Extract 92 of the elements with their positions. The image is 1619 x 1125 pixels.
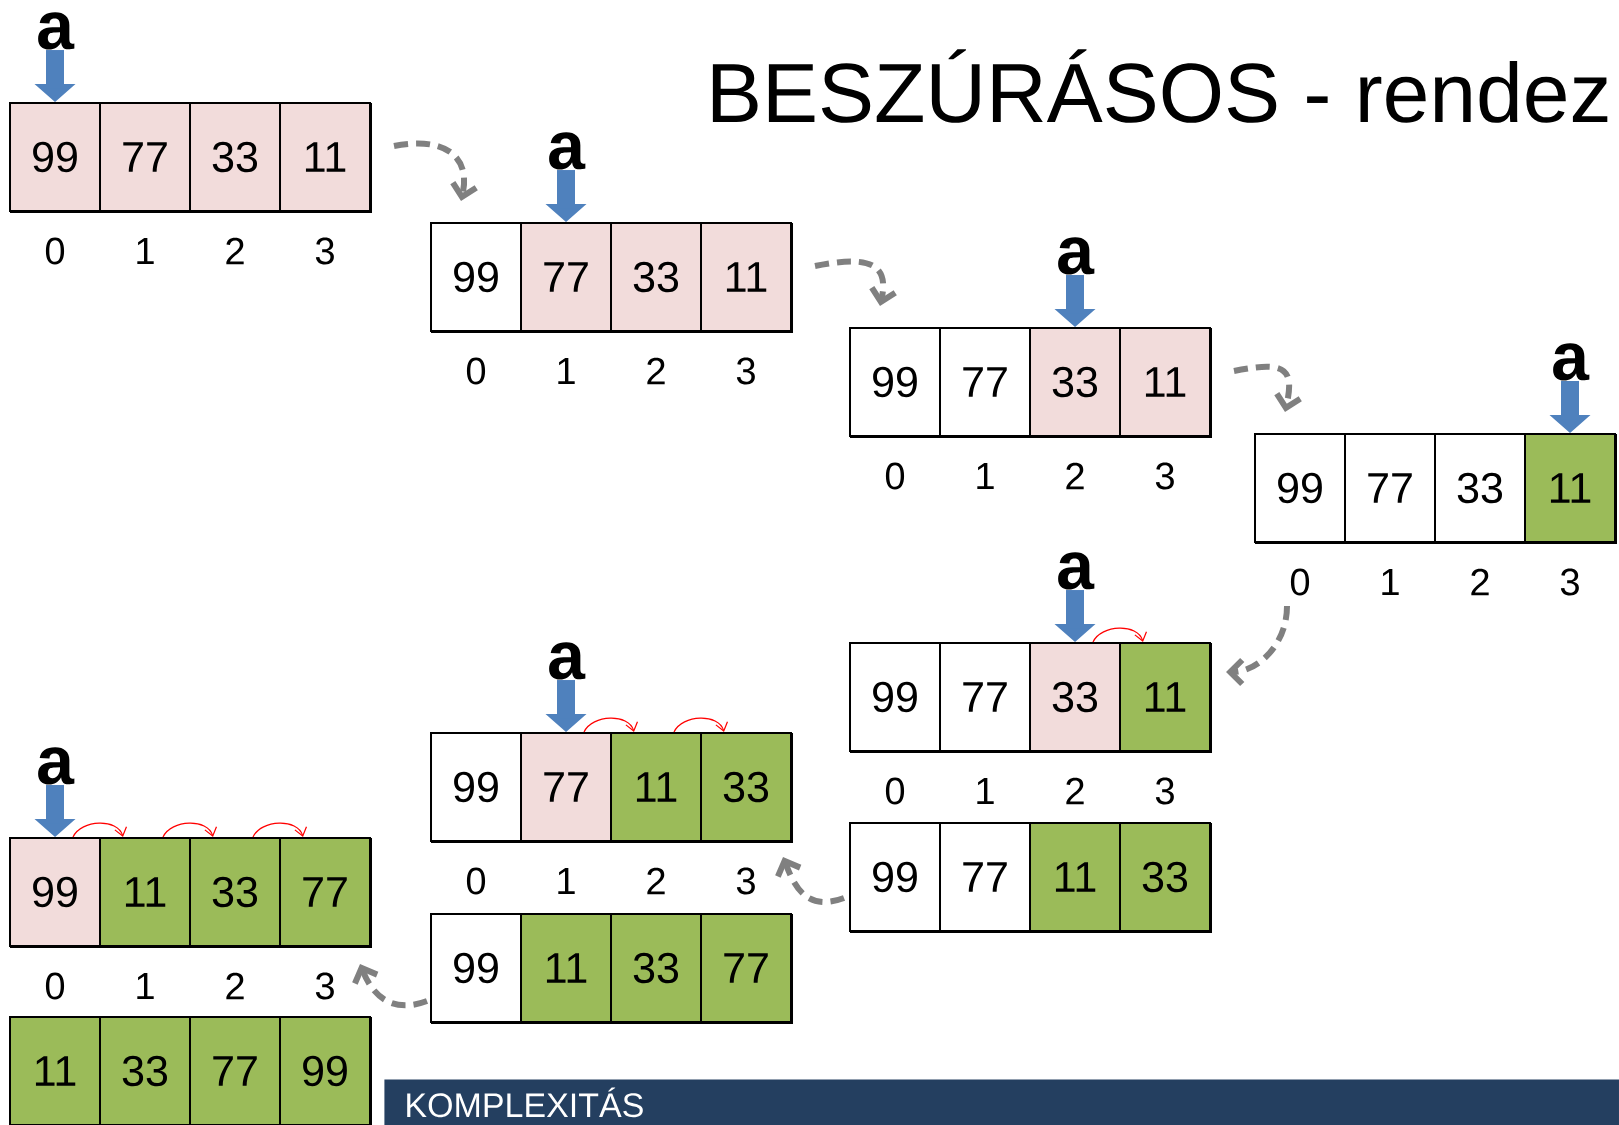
array-cell: 77 — [99, 102, 191, 212]
pointer-label: a — [38, 747, 75, 785]
array-cell: 99 — [9, 102, 101, 212]
arrow — [775, 857, 845, 905]
array-cell: 99 — [430, 913, 522, 1023]
node-label: 33 — [122, 1055, 168, 1087]
pointer-label: a — [1058, 552, 1095, 590]
array-cell: 11 — [99, 837, 191, 947]
array-cell: 77 — [939, 642, 1031, 752]
index-label: 1 — [137, 237, 154, 265]
index-label: 2 — [226, 972, 244, 1000]
section-band: KOMPLEXITÁS — [384, 1079, 1619, 1125]
array-cell: 33 — [1434, 433, 1526, 543]
array-cell: 77 — [939, 327, 1031, 437]
index-label: 1 — [558, 357, 575, 385]
index-label: 0 — [885, 777, 905, 805]
pointer-label: a — [549, 132, 586, 170]
array-cell: 33 — [610, 222, 702, 332]
array-cell: 77 — [189, 1016, 281, 1125]
index-label: 1 — [137, 972, 154, 1000]
index-label: 1 — [558, 867, 575, 895]
index-label: 0 — [466, 357, 486, 385]
array-cell: 77 — [279, 837, 371, 947]
index-label: 3 — [1560, 568, 1579, 596]
array-cell: 33 — [700, 732, 792, 842]
array-cell: 99 — [1254, 433, 1346, 543]
arrow — [1092, 627, 1148, 643]
index-label: 1 — [977, 462, 994, 490]
index-label: 3 — [1155, 777, 1174, 805]
array-cell: 99 — [849, 642, 941, 752]
title: BESZÚRÁSOS - rendez — [712, 49, 1608, 123]
node-label: 99 — [303, 1055, 347, 1087]
arrow — [352, 964, 428, 1009]
array-cell: 99 — [849, 327, 941, 437]
array-cell: 33 — [189, 102, 281, 212]
arrow — [673, 717, 729, 733]
index-label: 2 — [1471, 568, 1489, 596]
arrow — [162, 822, 218, 838]
pointer-label: a — [1058, 237, 1095, 275]
array-cell: 99 — [279, 1016, 371, 1125]
arrow — [72, 822, 128, 838]
arrow — [583, 717, 639, 733]
arrow — [252, 822, 308, 838]
arrow — [1226, 605, 1290, 687]
array-cell: 77 — [520, 222, 612, 332]
array-cell: 33 — [610, 913, 702, 1023]
array-cell: 11 — [1524, 433, 1616, 543]
arrow — [393, 140, 478, 201]
index-label: 0 — [1290, 568, 1310, 596]
array-cell: 77 — [700, 913, 792, 1023]
index-label: 1 — [1382, 568, 1399, 596]
index-label: 2 — [1066, 777, 1084, 805]
array-cell: 11 — [279, 102, 371, 212]
array-cell: 11 — [610, 732, 702, 842]
array-cell: 99 — [849, 822, 941, 932]
array-cell: 77 — [939, 822, 1031, 932]
pointer-label: a — [549, 642, 586, 680]
array-cell: 99 — [430, 222, 522, 332]
array-cell: 11 — [1029, 822, 1121, 932]
index-label: 3 — [736, 357, 755, 385]
index-label: 2 — [647, 867, 665, 895]
array-cell: 11 — [520, 913, 612, 1023]
arrow — [814, 258, 897, 306]
array-cell: 11 — [9, 1016, 101, 1125]
array-cell: 33 — [99, 1016, 191, 1125]
index-label: 1 — [977, 777, 994, 805]
index-label: 3 — [315, 237, 334, 265]
array-cell: 33 — [1119, 822, 1211, 932]
index-label: 3 — [315, 972, 334, 1000]
array-cell: 11 — [1119, 642, 1211, 752]
index-label: 3 — [1155, 462, 1174, 490]
array-cell: 11 — [700, 222, 792, 332]
array-cell: 33 — [189, 837, 281, 947]
index-label: 3 — [736, 867, 755, 895]
array-cell: 77 — [520, 732, 612, 842]
index-label: 0 — [466, 867, 486, 895]
index-label: 2 — [226, 237, 244, 265]
index-label: 0 — [885, 462, 905, 490]
array-cell: 77 — [1344, 433, 1436, 543]
index-label: 0 — [45, 237, 65, 265]
node-label: 11 — [35, 1056, 76, 1086]
arrow — [1233, 363, 1302, 412]
pointer-label: a — [1553, 343, 1590, 381]
index-label: 2 — [647, 357, 665, 385]
index-label: 2 — [1066, 462, 1084, 490]
array-cell: 33 — [1029, 642, 1121, 752]
array-cell: 11 — [1119, 327, 1211, 437]
index-label: 0 — [45, 972, 65, 1000]
pointer-label: a — [38, 12, 75, 50]
array-cell: 33 — [1029, 327, 1121, 437]
array-cell: 99 — [9, 837, 101, 947]
array-cell: 99 — [430, 732, 522, 842]
